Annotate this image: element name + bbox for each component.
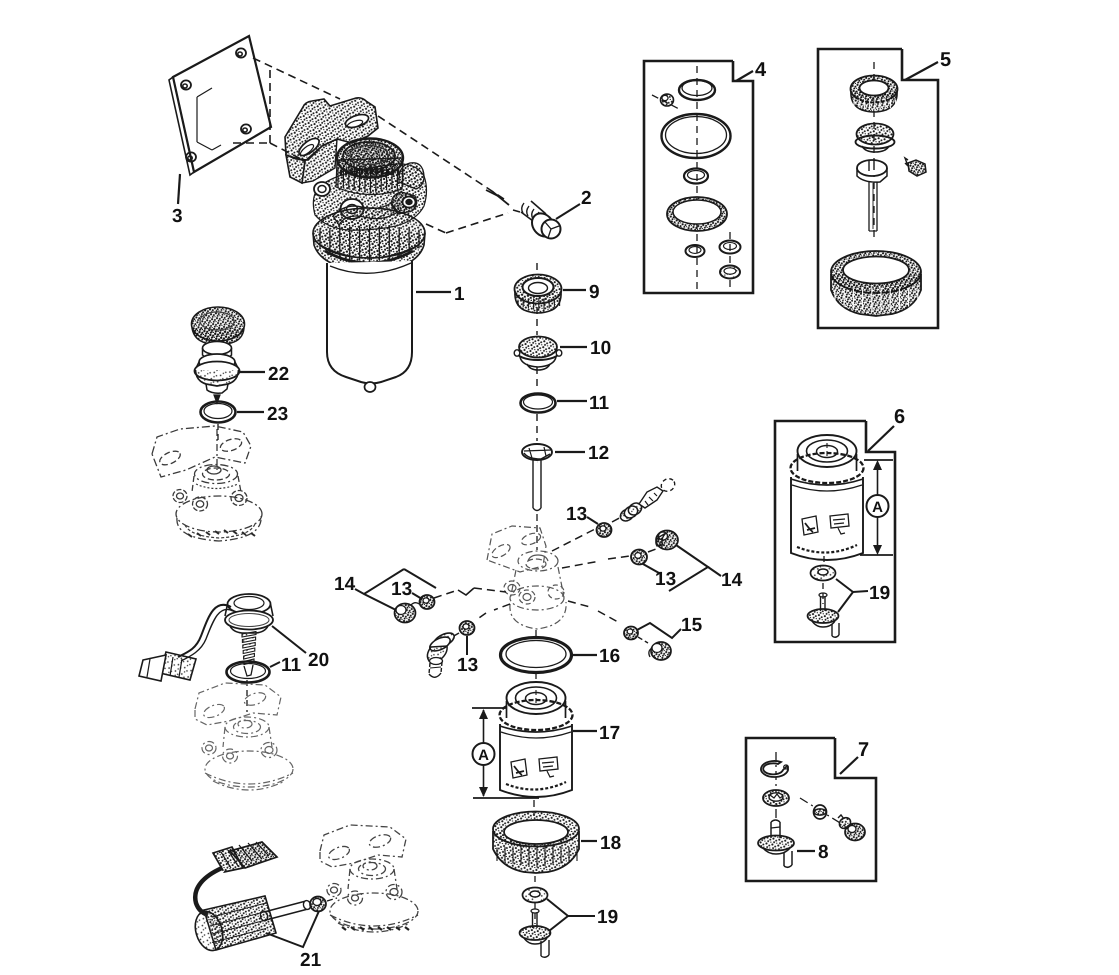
svg-text:13: 13 bbox=[655, 569, 676, 590]
svg-text:5: 5 bbox=[940, 49, 951, 71]
svg-text:23: 23 bbox=[267, 404, 288, 425]
svg-text:14: 14 bbox=[334, 574, 356, 595]
svg-text:16: 16 bbox=[599, 646, 620, 667]
svg-text:14: 14 bbox=[721, 570, 743, 591]
svg-text:10: 10 bbox=[590, 338, 611, 359]
svg-text:4: 4 bbox=[755, 59, 767, 81]
svg-text:22: 22 bbox=[268, 364, 289, 385]
svg-text:20: 20 bbox=[308, 650, 329, 671]
svg-text:13: 13 bbox=[391, 579, 412, 600]
svg-text:7: 7 bbox=[858, 739, 869, 761]
svg-text:11: 11 bbox=[281, 655, 302, 676]
svg-text:A: A bbox=[478, 747, 489, 764]
svg-text:13: 13 bbox=[566, 504, 587, 525]
svg-text:12: 12 bbox=[588, 443, 609, 464]
svg-text:21: 21 bbox=[300, 950, 322, 971]
svg-text:19: 19 bbox=[597, 907, 618, 928]
svg-text:15: 15 bbox=[681, 615, 703, 636]
svg-text:1: 1 bbox=[454, 284, 465, 305]
svg-text:8: 8 bbox=[818, 842, 829, 863]
svg-text:11: 11 bbox=[589, 393, 610, 414]
svg-text:3: 3 bbox=[172, 206, 183, 227]
svg-text:9: 9 bbox=[589, 282, 600, 303]
svg-text:2: 2 bbox=[581, 188, 592, 209]
svg-text:19: 19 bbox=[869, 583, 890, 604]
svg-text:6: 6 bbox=[894, 406, 905, 428]
svg-text:17: 17 bbox=[599, 723, 620, 744]
svg-text:13: 13 bbox=[457, 655, 478, 676]
svg-text:A: A bbox=[872, 499, 883, 516]
svg-text:18: 18 bbox=[600, 833, 621, 854]
